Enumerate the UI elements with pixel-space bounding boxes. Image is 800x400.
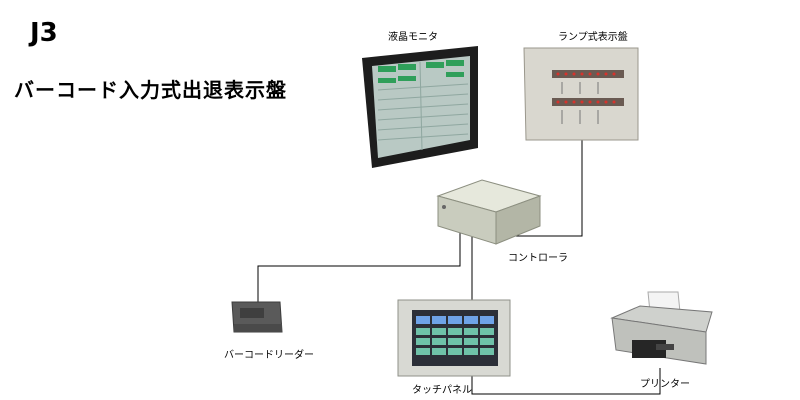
controller-device — [436, 179, 542, 245]
lcd-monitor-label: 液晶モニタ — [388, 32, 438, 43]
touch-panel-label: タッチパネル — [412, 385, 472, 396]
lamp-panel-label: ランプ式表示盤 — [558, 32, 628, 43]
connection-lines — [257, 140, 661, 395]
printer-label: プリンター — [640, 379, 690, 390]
diagram-code: J3 — [30, 18, 58, 48]
printer-device — [610, 291, 713, 365]
lamp-panel-device — [523, 47, 639, 141]
barcode-reader-device — [231, 301, 283, 333]
touch-panel-device — [397, 299, 511, 377]
barcode-reader-label: バーコードリーダー — [224, 350, 314, 361]
controller-label: コントローラ — [508, 253, 568, 264]
diagram-title: バーコード入力式出退表示盤 — [14, 78, 287, 102]
lcd-monitor-device — [362, 46, 478, 168]
